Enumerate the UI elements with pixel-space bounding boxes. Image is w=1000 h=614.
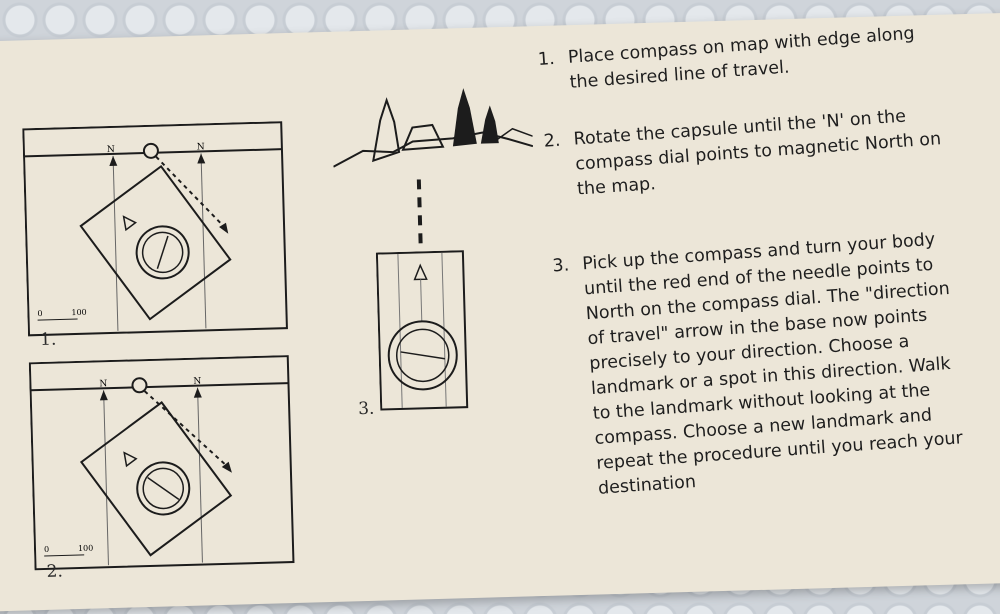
scale-zero: 0 [44, 545, 49, 554]
dashed-sight-line [416, 179, 423, 250]
scale-label: 100 [78, 544, 94, 553]
step-text: Place compass on map with edge along the… [567, 23, 916, 93]
north-label: N [107, 145, 115, 155]
scale-label: 100 [71, 308, 87, 317]
figure-1-map-diagram: N N 0 100 [22, 121, 288, 337]
figure-2-number: 2. [46, 561, 64, 582]
instruction-steps: 1. Place compass on map with edge along … [537, 19, 980, 535]
figure-1-number: 1. [39, 329, 57, 351]
step-text: Pick up the compass and turn your body u… [581, 229, 964, 499]
scale-zero: 0 [37, 309, 42, 318]
step-1: 1. Place compass on map with edge along … [537, 19, 949, 97]
step-2: 2. Rotate the capsule until the 'N' on t… [543, 101, 957, 204]
step-text: Rotate the capsule until the 'N' on the … [572, 106, 942, 200]
north-label: N [99, 379, 107, 389]
instruction-card: N N 0 100 1. N N [0, 12, 1000, 612]
north-label: N [193, 377, 201, 387]
figure-3-compass-diagram [375, 250, 469, 411]
figure-3-number: 3. [357, 398, 375, 420]
step-number: 1. [537, 48, 556, 70]
figure-2-map-diagram: N N 0 100 [28, 355, 295, 571]
step-3: 3. Pick up the compass and turn your bod… [552, 226, 978, 504]
landscape-illustration [332, 88, 534, 168]
north-label: N [197, 142, 205, 152]
